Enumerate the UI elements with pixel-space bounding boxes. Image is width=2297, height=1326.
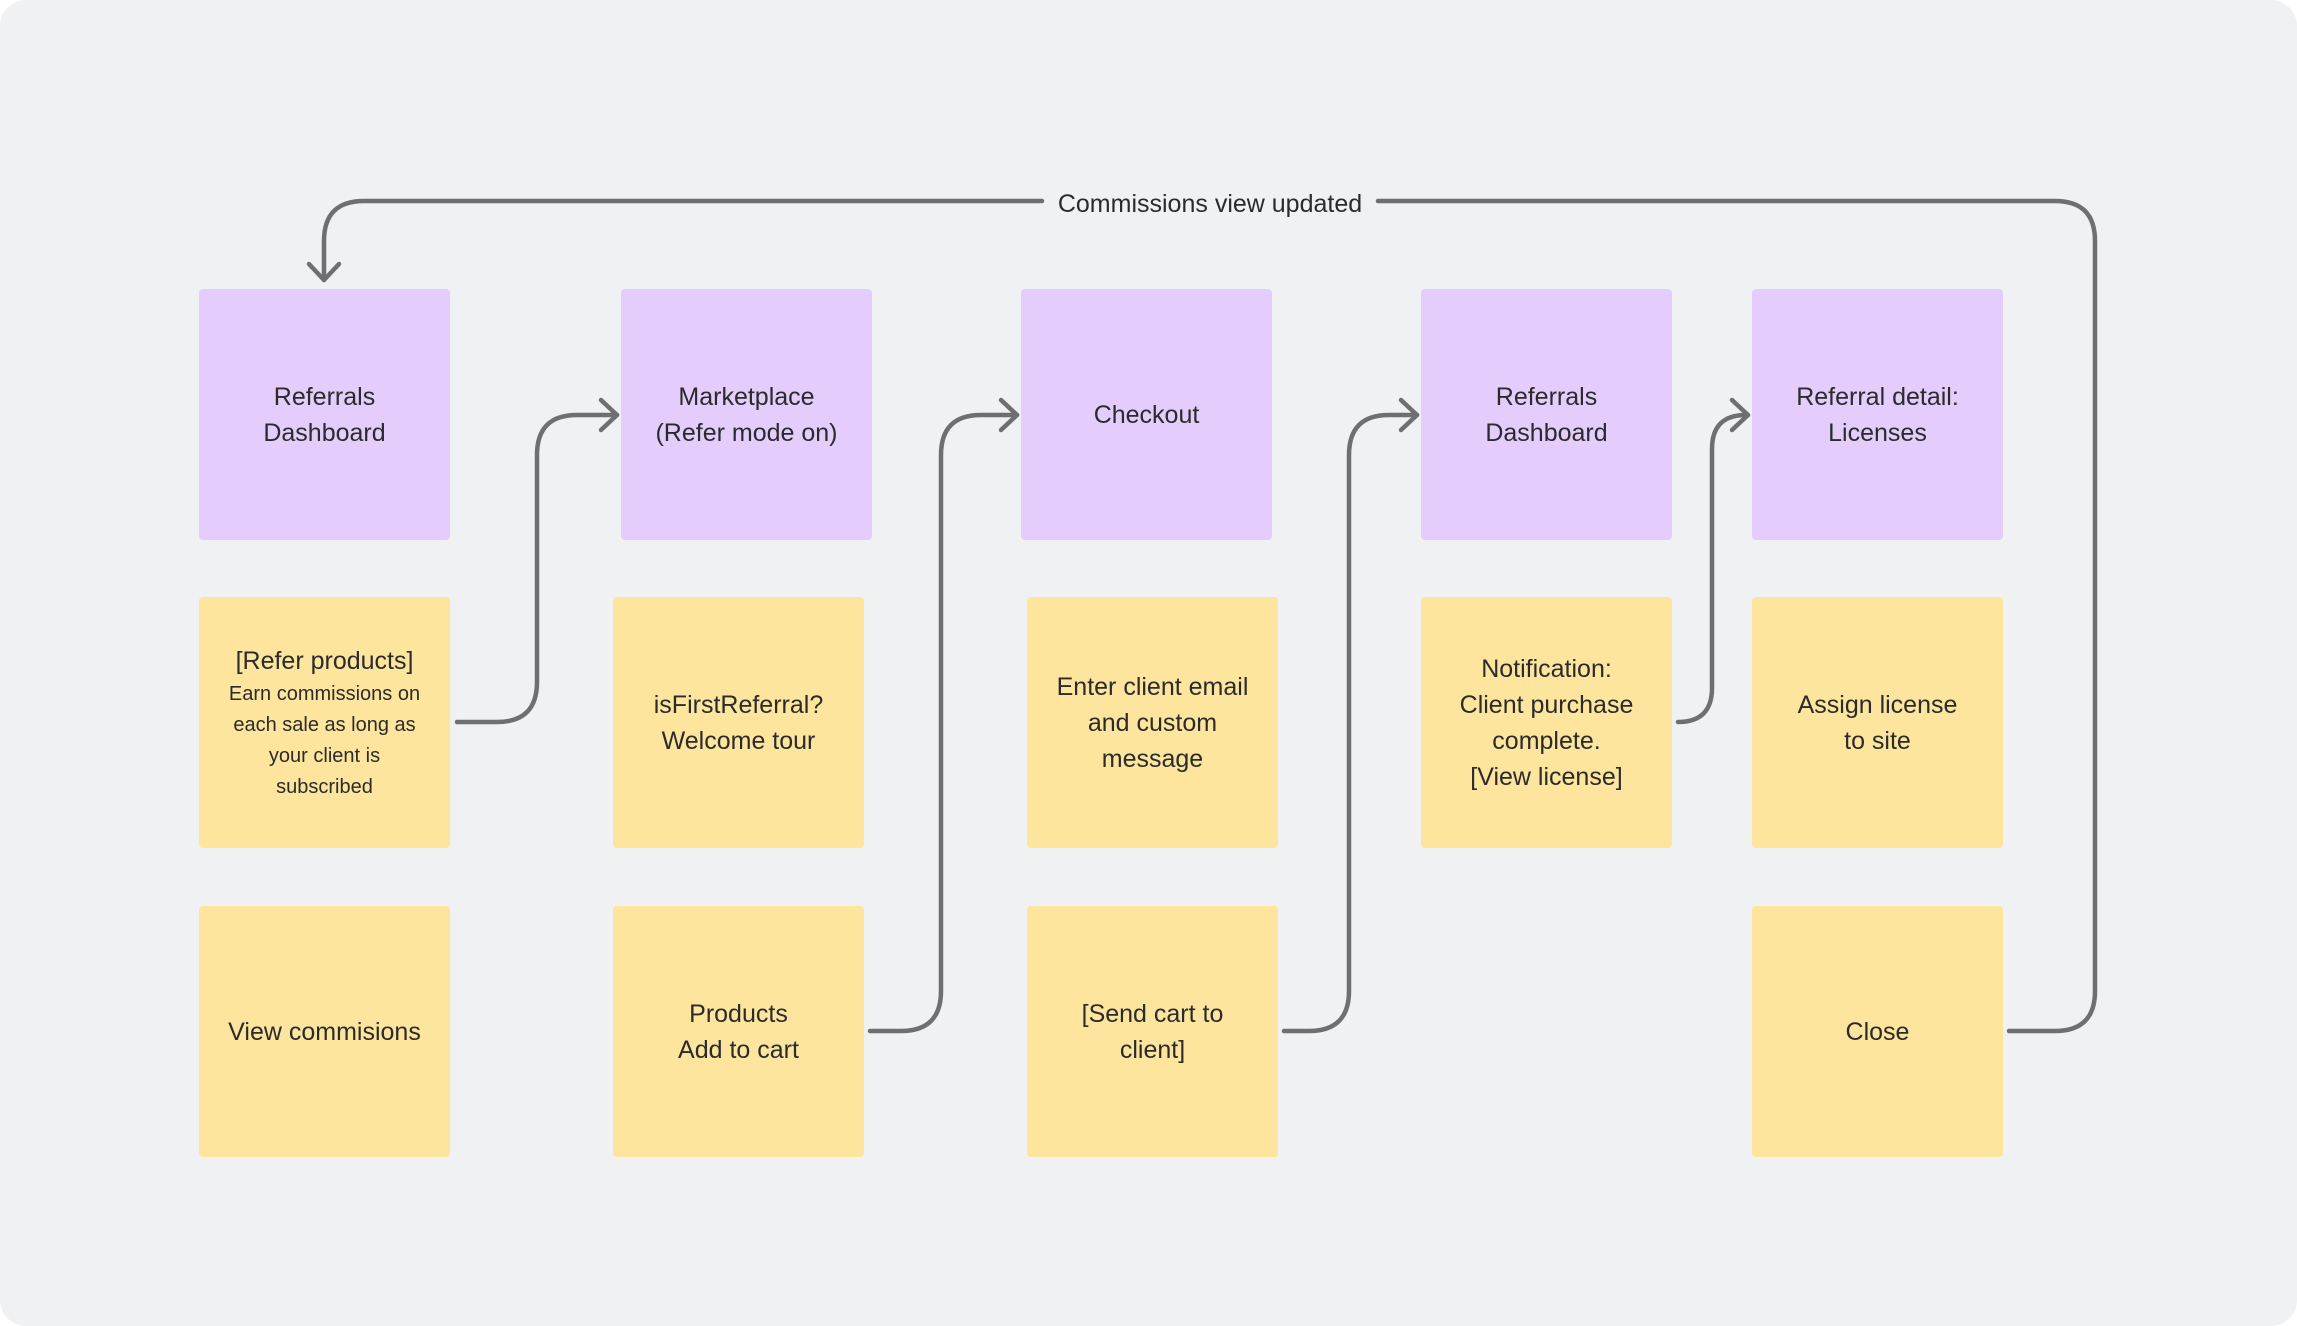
sticky-label: Close [1845, 1017, 1910, 1046]
sticky-referrals-dashboard-2[interactable]: Referrals Dashboard [1421, 289, 1672, 540]
sticky-send-cart[interactable]: [Send cart to client] [1027, 906, 1278, 1157]
connector-cart-to-checkout [867, 412, 1020, 1034]
sticky-label: View commisions [228, 1017, 421, 1046]
sticky-label: Products Add to cart [678, 999, 799, 1064]
sticky-marketplace[interactable]: Marketplace (Refer mode on) [621, 289, 872, 540]
sticky-label: Checkout [1093, 400, 1200, 429]
connector-close-loop-return [321, 198, 1045, 283]
sticky-assign-license[interactable]: Assign license to site [1752, 597, 2003, 848]
arrowhead-checkout [998, 397, 1020, 433]
sticky-label: Referrals Dashboard [263, 382, 386, 447]
connector-send-to-dashboard [1281, 412, 1420, 1034]
arrowhead-detail [1729, 397, 1751, 433]
sticky-referrals-dashboard[interactable]: Referrals Dashboard [199, 289, 450, 540]
sticky-referral-detail[interactable]: Referral detail: Licenses [1752, 289, 2003, 540]
connector-label: Commissions view updated [1045, 186, 1375, 222]
sticky-label: Notification: Client purchase complete. … [1459, 654, 1634, 791]
sticky-label: [Refer products] [235, 646, 414, 675]
connector-notification-to-detail [1675, 412, 1751, 725]
sticky-label: Enter client email and custom message [1056, 672, 1249, 773]
arrowhead-marketplace [598, 397, 620, 433]
sticky-enter-client-email[interactable]: Enter client email and custom message [1027, 597, 1278, 848]
sticky-detail: Earn commissions on each sale as long as… [228, 682, 421, 798]
sticky-add-to-cart[interactable]: Products Add to cart [613, 906, 864, 1157]
sticky-welcome-tour[interactable]: isFirstReferral? Welcome tour [613, 597, 864, 848]
sticky-label: Referral detail: Licenses [1796, 382, 1959, 447]
sticky-label: isFirstReferral? Welcome tour [653, 690, 824, 755]
sticky-label: [Send cart to client] [1081, 999, 1224, 1064]
sticky-view-commissions[interactable]: View commisions [199, 906, 450, 1157]
sticky-purchase-notification[interactable]: Notification: Client purchase complete. … [1421, 597, 1672, 848]
sticky-label: Referrals Dashboard [1485, 382, 1608, 447]
sticky-label: Assign license to site [1797, 690, 1958, 755]
connector-close-loop [1375, 198, 2098, 1034]
sticky-close[interactable]: Close [1752, 906, 2003, 1157]
connector-refer-to-marketplace [454, 412, 620, 725]
sticky-checkout[interactable]: Checkout [1021, 289, 1272, 540]
sticky-label: Marketplace (Refer mode on) [655, 382, 838, 447]
sticky-refer-products[interactable]: [Refer products] Earn commissions on eac… [199, 597, 450, 848]
arrowhead-dashboard [1398, 397, 1420, 433]
arrowhead-first-dashboard [306, 261, 342, 283]
